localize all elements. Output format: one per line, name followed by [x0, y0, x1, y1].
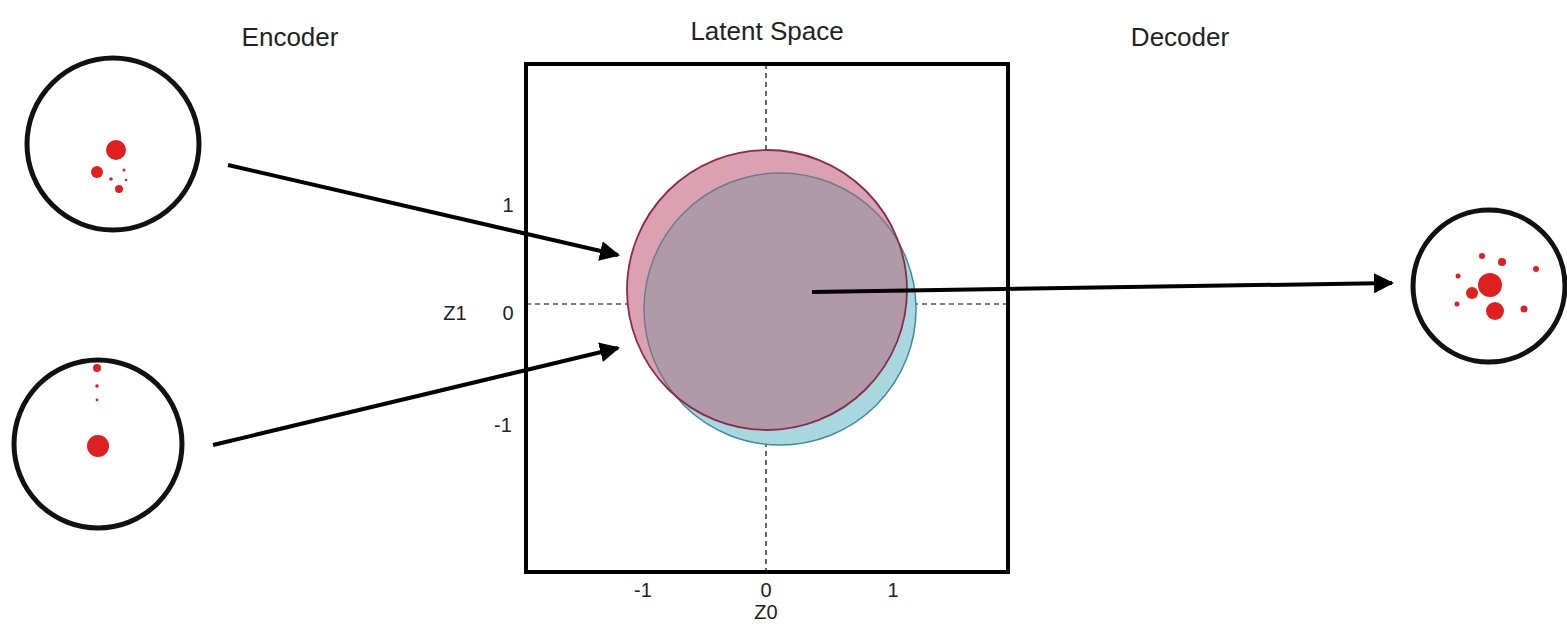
section-title: Decoder	[1131, 24, 1229, 50]
latent-axes	[526, 64, 1008, 572]
axis-name: Z0	[754, 602, 777, 622]
axis-tick: 0	[760, 580, 771, 600]
axis-name: Z1	[443, 303, 466, 323]
output-image	[1413, 210, 1565, 362]
input-image	[14, 360, 182, 528]
flow-arrow	[213, 165, 1392, 445]
section-title: Encoder	[242, 24, 339, 50]
axis-tick: -1	[634, 580, 652, 600]
latent-space-box: Latent Space	[524, 62, 1010, 574]
input-image	[27, 58, 199, 230]
latent-distribution	[627, 150, 916, 445]
axis-tick: 1	[887, 580, 898, 600]
axis-tick: 1	[502, 195, 513, 215]
panel-title: Latent Space	[690, 16, 843, 47]
axis-tick: 0	[502, 303, 513, 323]
axis-tick: -1	[494, 415, 512, 435]
